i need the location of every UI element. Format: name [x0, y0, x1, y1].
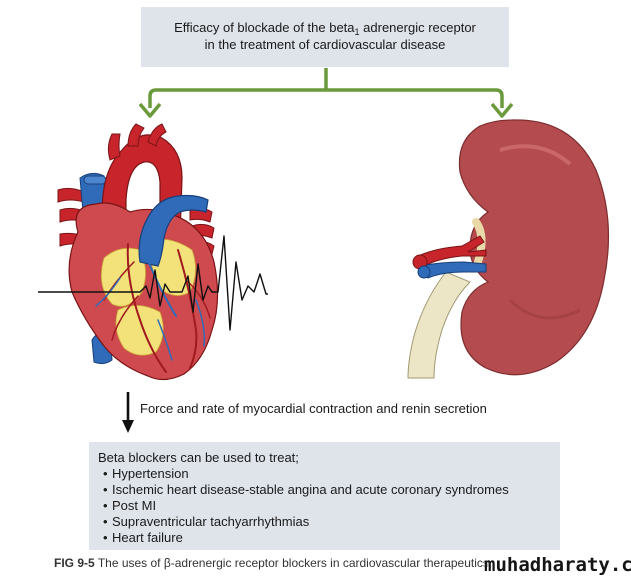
bullet: •: [103, 482, 108, 497]
pulmonary-artery: [138, 194, 209, 267]
down-arrow-icon: [122, 392, 134, 433]
title-subscript: 1: [354, 27, 360, 37]
title-text-b: adrenergic receptor: [359, 20, 476, 35]
list-item: • Supraventricular tachyarrhythmias: [103, 514, 560, 530]
watermark: muhadharaty.com: [484, 554, 631, 576]
bullet: •: [103, 514, 108, 529]
list-item: • Ischemic heart disease-stable angina an…: [103, 482, 560, 498]
caption-text: The uses of β-adrenergic receptor blocke…: [97, 556, 493, 570]
ecg-trace: [38, 235, 268, 331]
kidney-illustration: [407, 119, 610, 379]
figure-number: FIG 9-5: [54, 556, 95, 570]
renal-artery: [417, 235, 487, 267]
ureter: [407, 271, 471, 379]
kidney-body: [458, 119, 610, 376]
treatment-item: Heart failure: [112, 530, 183, 545]
heart-illustration: [38, 123, 268, 381]
title-box: Efficacy of blockade of the beta1 adrene…: [141, 7, 509, 67]
title-line-1: Efficacy of blockade of the beta1 adrene…: [141, 19, 509, 37]
list-item: • Hypertension: [103, 466, 560, 482]
title-text-a: Efficacy of blockade of the beta: [174, 20, 355, 35]
bullet: •: [103, 530, 108, 545]
illustration: [38, 68, 610, 381]
renal-vein: [419, 261, 487, 279]
treatment-list: • Hypertension • Ischemic heart disease-st…: [98, 466, 560, 546]
treatment-item: Supraventricular tachyarrhythmias: [112, 514, 310, 529]
treatment-heading: Beta blockers can be used to treat;: [98, 450, 299, 465]
effect-text: Force and rate of myocardial contraction…: [140, 401, 487, 416]
list-item: • Heart failure: [103, 530, 560, 546]
coronary-vessels: [95, 243, 211, 373]
treatment-item: Hypertension: [112, 466, 189, 481]
list-item: • Post MI: [103, 498, 560, 514]
figure-caption: FIG 9-5 The uses of β-adrenergic recepto…: [54, 556, 492, 570]
bullet: •: [103, 466, 108, 481]
treatment-item: Ischemic heart disease-stable angina and…: [112, 482, 509, 497]
bullet: •: [103, 498, 108, 513]
green-bracket-arrow: [138, 68, 514, 118]
treatment-item: Post MI: [112, 498, 157, 513]
title-line-2: in the treatment of cardiovascular disea…: [204, 37, 446, 52]
treatment-box: Beta blockers can be used to treat; • Hyp…: [89, 442, 560, 550]
